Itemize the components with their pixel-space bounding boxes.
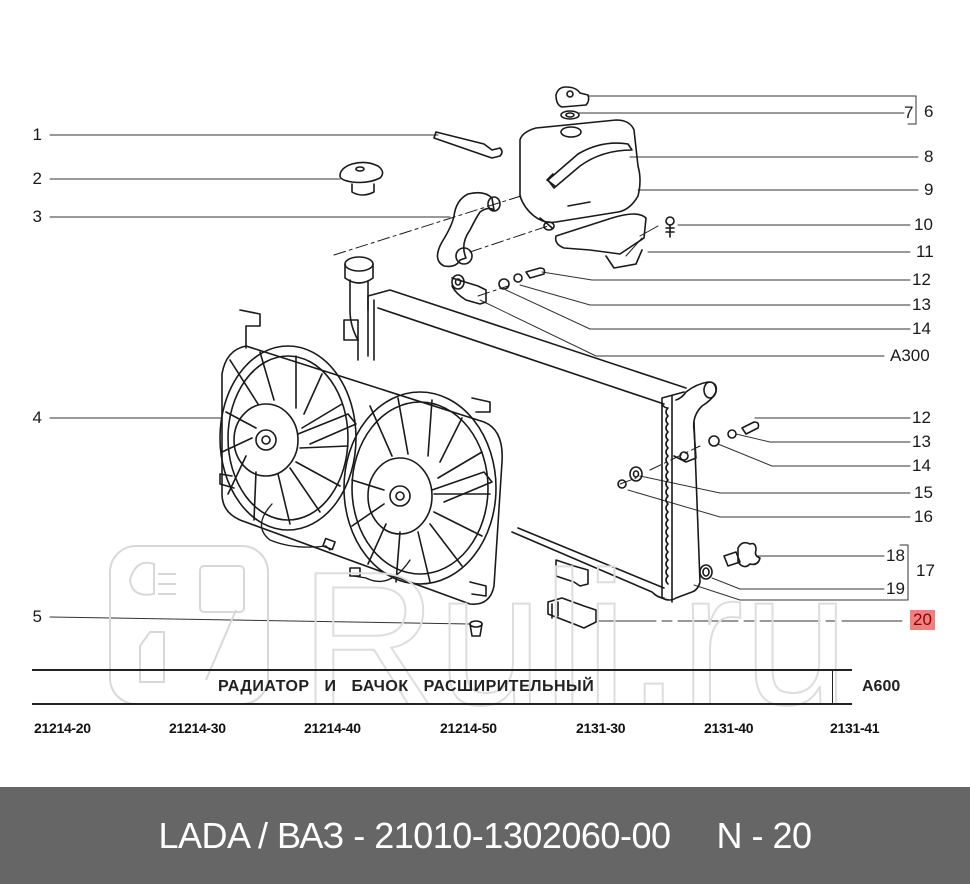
footer-dash: - xyxy=(343,814,375,856)
callout-11[interactable]: 11 xyxy=(916,242,934,261)
model-code: 21214-30 xyxy=(169,720,226,736)
radiator-cap xyxy=(339,161,384,196)
title-divider xyxy=(832,671,833,703)
bolt-10 xyxy=(665,216,675,238)
callout-4[interactable]: 4 xyxy=(32,408,42,427)
filler-neck xyxy=(343,256,374,361)
model-code: 21214-40 xyxy=(304,720,361,736)
model-code: 2131-40 xyxy=(704,720,754,736)
callout-15[interactable]: 15 xyxy=(914,483,933,502)
callout-13-top[interactable]: 13 xyxy=(912,295,931,314)
footer-part-number: 21010-1302060-00 xyxy=(374,814,671,856)
coolant-hose xyxy=(436,191,501,268)
callout-18[interactable]: 18 xyxy=(886,546,905,565)
callout-14-top[interactable]: 14 xyxy=(912,319,931,338)
model-code: 21214-20 xyxy=(34,720,91,736)
callout-a300[interactable]: A300 xyxy=(890,346,930,365)
section-code: A600 xyxy=(862,678,901,695)
callout-12-bottom[interactable]: 12 xyxy=(912,408,931,427)
drain-plug xyxy=(723,541,761,568)
model-code: 2131-41 xyxy=(830,720,880,736)
callout-10[interactable]: 10 xyxy=(914,215,933,234)
callout-12-top[interactable]: 12 xyxy=(912,270,931,289)
radiator xyxy=(367,289,718,603)
expansion-tank xyxy=(519,119,641,231)
callout-13-bottom[interactable]: 13 xyxy=(912,432,931,451)
tank-cap xyxy=(555,86,590,108)
callout-9[interactable]: 9 xyxy=(924,180,934,199)
callout-14-bottom[interactable]: 14 xyxy=(912,456,931,475)
callout-20-highlighted[interactable]: 20 xyxy=(910,610,935,630)
model-code: 21214-50 xyxy=(440,720,497,736)
callout-17[interactable]: 17 xyxy=(916,561,935,580)
callout-1[interactable]: 1 xyxy=(32,125,42,144)
footer-bar: LADA / ВАЗ - 21010-1302060-00 N - 20 xyxy=(0,787,970,884)
leader-lines-right xyxy=(479,95,919,622)
applicable-models: 21214-20 21214-30 21214-40 21214-50 2131… xyxy=(0,720,970,738)
diagram-title: РАДИАТОР И БАЧОК РАСШИРИТЕЛЬНЫЙ xyxy=(218,678,595,695)
callout-5[interactable]: 5 xyxy=(32,607,42,626)
footer-position: N - 20 xyxy=(716,814,812,856)
callout-19[interactable]: 19 xyxy=(886,579,905,598)
fan-assembly xyxy=(219,309,503,605)
title-band: РАДИАТОР И БАЧОК РАСШИРИТЕЛЬНЫЙ A600 xyxy=(32,669,900,705)
assembly-lines xyxy=(333,194,701,485)
right-fasteners xyxy=(617,421,760,489)
callout-6[interactable]: 6 xyxy=(924,102,934,121)
exploded-view-drawing xyxy=(49,86,919,637)
callout-16[interactable]: 16 xyxy=(914,507,933,526)
model-code: 2131-30 xyxy=(576,720,626,736)
tank-bracket xyxy=(554,213,659,269)
hose-clamp xyxy=(433,131,503,159)
callout-2[interactable]: 2 xyxy=(32,169,42,188)
callout-8[interactable]: 8 xyxy=(924,147,934,166)
callout-7[interactable]: 7 xyxy=(904,103,914,122)
mount-pad xyxy=(555,559,589,587)
upper-bracket xyxy=(451,267,546,305)
footer-brand: LADA / ВАЗ xyxy=(158,814,344,856)
leader-lines-left xyxy=(49,134,471,625)
grommet xyxy=(469,620,483,637)
mount-clip xyxy=(547,597,597,629)
callout-3[interactable]: 3 xyxy=(32,207,42,226)
parts-diagram: Ruli.ru 1 2 3 4 5 7 6 8 9 10 11 12 13 14… xyxy=(0,86,970,746)
